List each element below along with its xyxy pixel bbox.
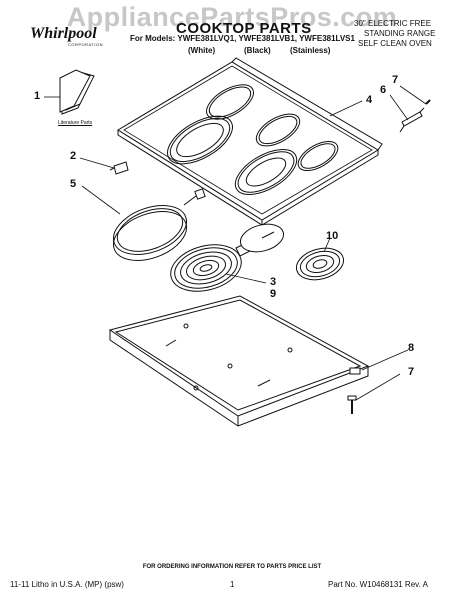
litho-text: 11-11 Litho in U.S.A. (MP) (psw) bbox=[10, 580, 124, 589]
burner-box bbox=[108, 295, 370, 427]
literature-booklet bbox=[59, 69, 95, 115]
dual-element bbox=[170, 241, 253, 292]
spec-block: 30" ELECTRIC FREE STANDING RANGE SELF CL… bbox=[354, 19, 458, 49]
callout-1: 1 bbox=[34, 90, 41, 102]
lower-screw bbox=[347, 395, 357, 414]
terminal-clip bbox=[109, 161, 129, 175]
color-black: (Black) bbox=[244, 46, 271, 55]
models-line: For Models: YWFE381LVQ1, YWFE381LVB1, YW… bbox=[130, 34, 355, 43]
callout-9: 9 bbox=[270, 288, 277, 300]
literature-label: Literature Parts bbox=[58, 120, 93, 126]
callout-7-lower: 7 bbox=[408, 366, 415, 378]
part-number: Part No. W10468131 Rev. A bbox=[328, 580, 428, 589]
watermark-text: AppliancePartsPros.com bbox=[66, 2, 398, 32]
spec-line-3: SELF CLEAN OVEN bbox=[358, 39, 432, 48]
bracket-parts bbox=[399, 99, 431, 133]
sensor-disc bbox=[239, 223, 285, 253]
burner-ring bbox=[113, 188, 206, 261]
page-title: COOKTOP PARTS bbox=[176, 20, 312, 37]
brand-sub: CORPORATION bbox=[68, 42, 103, 47]
callout-7-upper: 7 bbox=[392, 74, 399, 86]
callout-8: 8 bbox=[408, 342, 415, 354]
callout-2: 2 bbox=[70, 150, 77, 162]
brand-logo: Whirlpool bbox=[30, 25, 97, 42]
color-white: (White) bbox=[188, 46, 216, 55]
callout-4: 4 bbox=[366, 94, 373, 106]
color-stainless: (Stainless) bbox=[290, 46, 331, 55]
cooktop-glass bbox=[117, 57, 383, 226]
spec-line-1: 30" ELECTRIC FREE bbox=[354, 19, 432, 28]
small-element bbox=[295, 247, 345, 281]
page-number: 1 bbox=[230, 580, 235, 589]
ordering-note: FOR ORDERING INFORMATION REFER TO PARTS … bbox=[142, 564, 322, 570]
spec-line-2: STANDING RANGE bbox=[364, 29, 436, 38]
callout-5: 5 bbox=[70, 178, 77, 190]
callout-3: 3 bbox=[270, 276, 277, 288]
callout-10: 10 bbox=[326, 230, 339, 242]
callout-6: 6 bbox=[380, 84, 387, 96]
